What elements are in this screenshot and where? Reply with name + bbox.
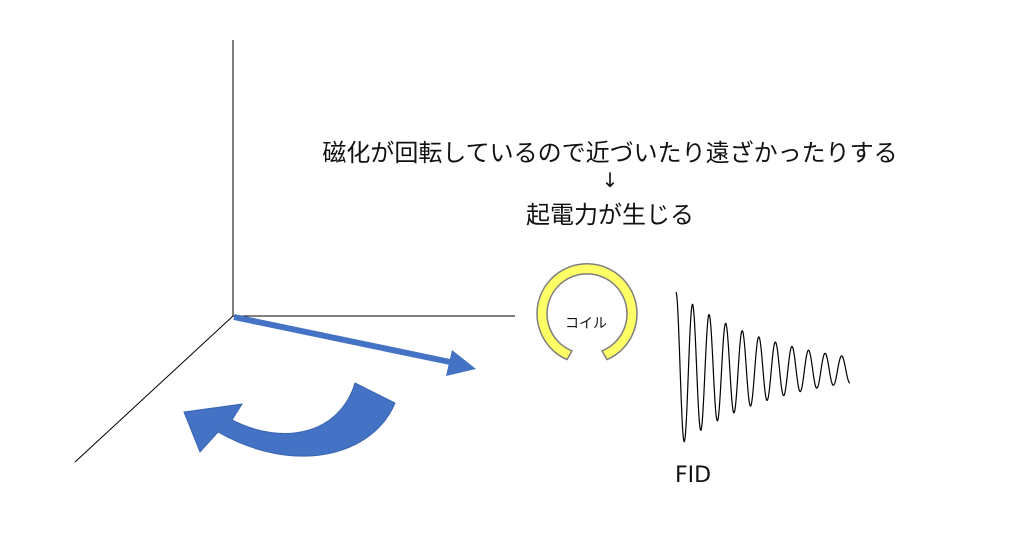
x-axis (74, 315, 234, 463)
caption-down-arrow-icon: ↓ (601, 168, 619, 192)
magnetization-vector-shaft (233, 314, 451, 365)
caption-line-2: 起電力が生じる (526, 201, 694, 229)
magnetization-vector-head (446, 350, 476, 376)
coordinate-axes (74, 40, 515, 463)
fid-label: FID (675, 463, 712, 488)
magnetization-vector-arrow (233, 314, 476, 376)
fid-signal-waveform (675, 291, 851, 443)
coil-label: コイル (565, 316, 607, 332)
coil-ring (536, 263, 638, 361)
rotation-arrow-icon (183, 382, 396, 457)
caption-line-1: 磁化が回転しているので近づいたり遠ざかったりする (322, 139, 898, 167)
